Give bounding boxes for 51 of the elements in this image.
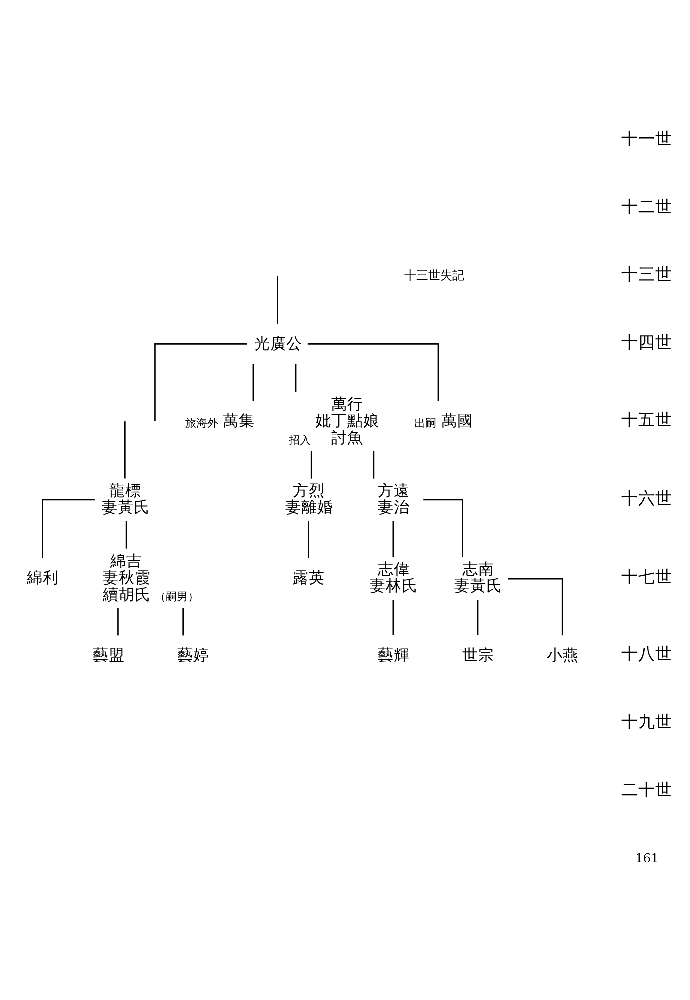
node-label: （嗣男） [155,590,200,604]
label: 十二世 [622,197,673,216]
node-text: 光廣公 [254,334,302,353]
connector [308,344,440,402]
label: 十三世失記 [404,268,465,282]
label: 十七世 [622,567,673,586]
node-label: 招入 [288,434,311,447]
label: 二十世 [622,780,673,800]
label: 十四世 [622,333,673,352]
node-text: 萬行 妣丁點娘 討魚 [316,396,380,447]
node-text: 小燕 [547,646,580,664]
connector [124,422,126,479]
node-text: 露英 [293,569,326,588]
node-text: 萬集 [223,412,256,430]
connector [154,344,248,422]
connector [373,451,375,479]
node-text: 綿利 [27,569,60,588]
connector [308,521,310,558]
node-text: 藝婷 [177,646,210,664]
connector [182,608,184,636]
connector [42,499,95,558]
node-text: 方遠 妻治 [378,482,410,516]
connector [392,521,394,558]
node-text: 綿吉 妻秋霞 續胡氏 [102,552,151,604]
label: 十三世 [622,265,673,284]
connector [392,600,394,636]
node-label: 出嗣 [414,417,437,430]
node-text: 志偉 妻林氏 [370,560,418,595]
connector [310,451,312,479]
connector [508,578,564,636]
connector [477,600,479,636]
connector [126,521,128,549]
node-text: 方烈 妻離婚 [285,482,334,516]
connector [252,364,254,402]
connector [295,364,297,392]
node-text: 龍標 妻黃氏 [102,482,150,516]
connector [118,608,119,636]
node-label: 旅海外 [185,417,218,430]
node-text: 萬國 [441,412,474,430]
node-text: 藝輝 [378,646,410,664]
connector [424,499,464,558]
label: 十八世 [622,644,673,664]
label: 十一世 [622,129,673,148]
label: 十五世 [622,410,673,430]
label: 十六世 [622,488,673,508]
label: 十九世 [622,712,673,732]
node-text: 世宗 [462,646,494,664]
label: 161 [636,852,659,866]
node-text: 藝盟 [92,646,125,664]
node-text: 志南 妻黃氏 [454,560,503,595]
connector [277,276,278,324]
